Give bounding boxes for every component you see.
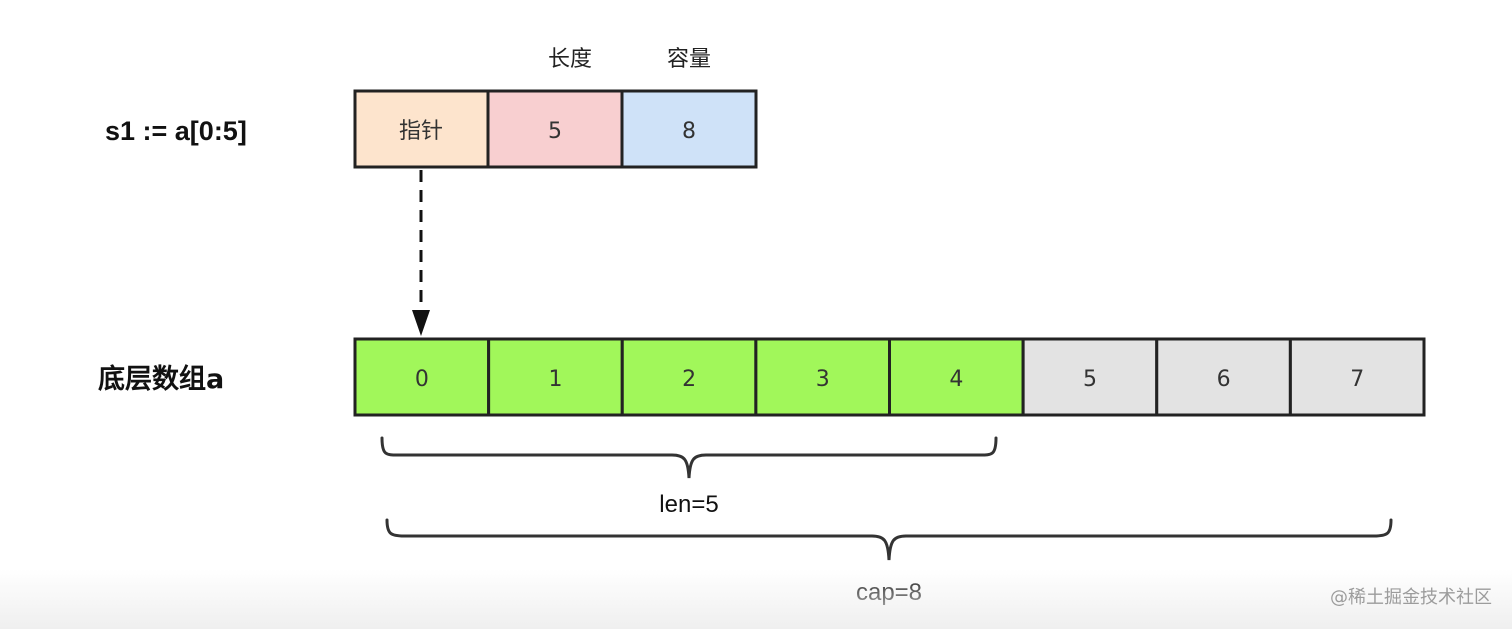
length-cell: 5 [486, 89, 624, 169]
array-label: 底层数组a [98, 363, 224, 395]
array-cell-box [1155, 337, 1292, 417]
array-cell-text: 2 [682, 367, 696, 392]
array-cell-box [353, 337, 491, 417]
array-cell-0: 0 [353, 337, 491, 417]
array-cell-7: 7 [1288, 337, 1426, 417]
array-cell-text: 4 [949, 367, 963, 392]
array-cell-text: 1 [548, 367, 562, 392]
array-cell-box [888, 337, 1025, 417]
array-cell-text: 7 [1350, 367, 1364, 392]
array-cell-text: 3 [816, 367, 830, 392]
array-cell-text: 6 [1217, 367, 1231, 392]
len-brace [380, 436, 998, 479]
watermark-text: @稀土掘金技术社区 [1330, 587, 1492, 608]
array-cell-6: 6 [1155, 337, 1292, 417]
length-cell-text: 5 [548, 119, 562, 144]
array-cell-4: 4 [888, 337, 1025, 417]
slice-label: s1 := a[0:5] [105, 116, 247, 146]
capacity-cell: 8 [620, 89, 758, 169]
cap-header: 容量 [667, 47, 711, 72]
len-header: 长度 [548, 47, 592, 72]
array-cell-5: 5 [1021, 337, 1159, 417]
pointer-cell: 指针 [353, 89, 490, 169]
capacity-cell-text: 8 [682, 119, 696, 144]
array-cell-box [1288, 337, 1426, 417]
array-cell-1: 1 [487, 337, 624, 417]
cap-brace [385, 518, 1393, 561]
pointer-arrow [412, 170, 430, 336]
arrow-head-icon [412, 310, 430, 336]
array-cell-text: 0 [415, 367, 429, 392]
array-cell-2: 2 [620, 337, 758, 417]
array-cell-3: 3 [754, 337, 891, 417]
slice-header-struct: 指针 5 8 [353, 89, 758, 169]
underlying-array: 0 1 2 3 4 5 6 7 [353, 337, 1426, 417]
pointer-cell-text: 指针 [399, 119, 443, 144]
array-cell-text: 5 [1083, 367, 1097, 392]
array-cell-box [620, 337, 758, 417]
len-label: len=5 [659, 491, 718, 518]
cap-label: cap=8 [856, 579, 922, 606]
